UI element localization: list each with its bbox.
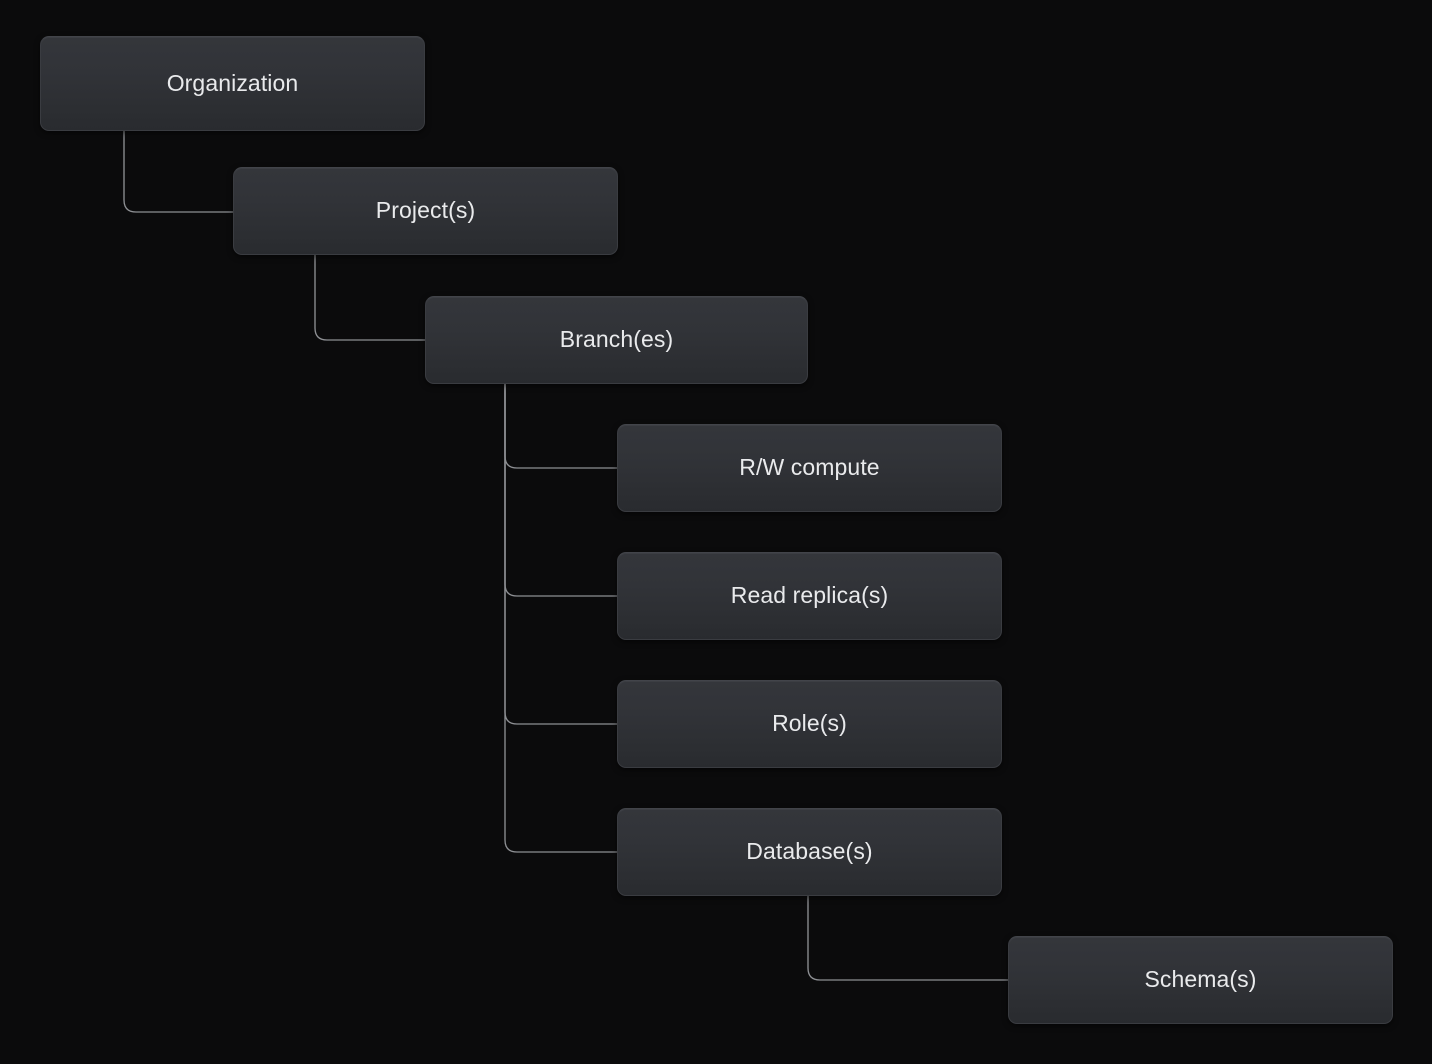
connector-branch-to-role	[504, 383, 618, 725]
node-role[interactable]: Role(s)	[617, 680, 1002, 768]
connector-branch-to-database	[504, 383, 618, 853]
node-schema[interactable]: Schema(s)	[1008, 936, 1393, 1024]
node-label-schema: Schema(s)	[1144, 966, 1257, 993]
node-database[interactable]: Database(s)	[617, 808, 1002, 896]
connector-branch-to-read-replica	[504, 383, 618, 597]
node-branch[interactable]: Branch(es)	[425, 296, 808, 384]
connector-database-to-schema	[807, 895, 1009, 981]
node-organization[interactable]: Organization	[40, 36, 425, 131]
node-label-database: Database(s)	[746, 838, 873, 865]
connector-branch-to-rw-compute	[504, 383, 618, 469]
node-label-project: Project(s)	[375, 197, 476, 224]
node-label-branch: Branch(es)	[559, 326, 674, 353]
connector-project-to-branch	[314, 254, 426, 341]
node-label-rw-compute: R/W compute	[739, 454, 880, 481]
node-project[interactable]: Project(s)	[233, 167, 618, 255]
node-label-read-replica: Read replica(s)	[730, 582, 889, 609]
node-label-role: Role(s)	[772, 710, 847, 737]
node-rw-compute[interactable]: R/W compute	[617, 424, 1002, 512]
node-label-organization: Organization	[166, 69, 299, 96]
connector-organization-to-project	[123, 130, 234, 213]
node-read-replica[interactable]: Read replica(s)	[617, 552, 1002, 640]
